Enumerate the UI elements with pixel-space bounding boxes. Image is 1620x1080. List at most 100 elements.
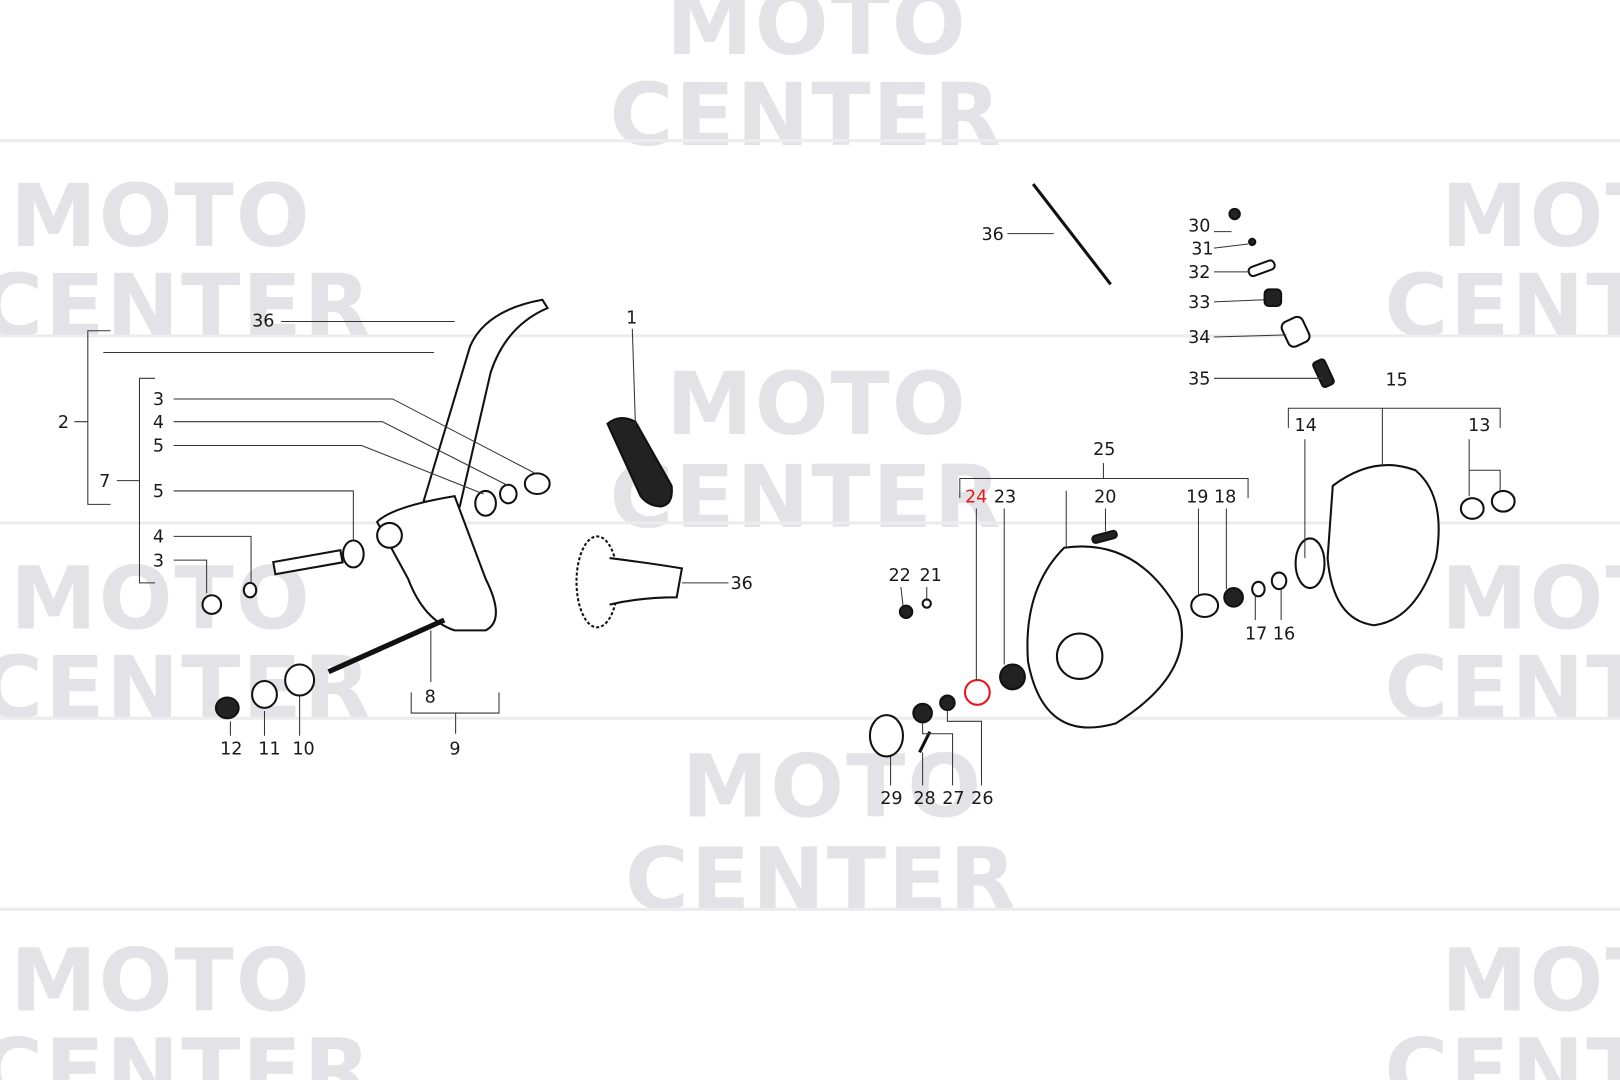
label-31[interactable]: 31 bbox=[1191, 239, 1213, 259]
washer-part bbox=[1270, 571, 1288, 591]
label-4[interactable]: 4 bbox=[153, 528, 164, 548]
nipple-part bbox=[1312, 358, 1335, 388]
stop-part bbox=[1280, 315, 1311, 348]
label-7[interactable]: 7 bbox=[99, 472, 110, 492]
watermark-text: MOTO bbox=[1441, 931, 1620, 1032]
label-1[interactable]: 1 bbox=[626, 309, 637, 329]
watermark-text: CENTER bbox=[1384, 256, 1620, 357]
watermark-text: CENTER bbox=[1384, 1020, 1620, 1080]
label-20[interactable]: 20 bbox=[1094, 487, 1116, 507]
label-16[interactable]: 16 bbox=[1273, 625, 1295, 645]
washer-part bbox=[251, 679, 278, 709]
label-9[interactable]: 9 bbox=[449, 739, 460, 759]
washer-part bbox=[474, 489, 497, 517]
watermark-text: MOTO bbox=[666, 354, 967, 455]
washer-part bbox=[242, 581, 258, 599]
label-13[interactable]: 13 bbox=[1468, 416, 1490, 436]
watermark-text: MOTO bbox=[1441, 548, 1620, 649]
label-19[interactable]: 19 bbox=[1186, 487, 1208, 507]
brake-plate-part bbox=[1326, 464, 1440, 627]
adjuster-part bbox=[1263, 288, 1283, 308]
watermark-text: MOTO bbox=[1441, 166, 1620, 267]
watermark-text: MOTO bbox=[10, 931, 311, 1032]
bearing-part bbox=[1459, 497, 1485, 520]
stud-part bbox=[1091, 529, 1118, 544]
watermark-text: CENTER bbox=[0, 1020, 373, 1080]
watermark-text: CENTER bbox=[0, 638, 373, 739]
brake-lever-part bbox=[422, 298, 550, 508]
label-35[interactable]: 35 bbox=[1188, 370, 1210, 390]
watermark-text: MOTO bbox=[10, 166, 311, 267]
label-3[interactable]: 3 bbox=[153, 551, 164, 571]
label-17[interactable]: 17 bbox=[1245, 625, 1267, 645]
oring-part bbox=[284, 663, 316, 697]
watermark-text: CENTER bbox=[1384, 638, 1620, 739]
label-11[interactable]: 11 bbox=[258, 739, 280, 759]
label-29[interactable]: 29 bbox=[880, 789, 902, 809]
seal-part bbox=[1294, 537, 1326, 590]
label-21[interactable]: 21 bbox=[920, 566, 942, 586]
bush-part bbox=[214, 696, 240, 720]
label-18[interactable]: 18 bbox=[1214, 487, 1236, 507]
nut-part bbox=[898, 604, 914, 620]
washer-part bbox=[921, 598, 932, 609]
bush-part bbox=[201, 594, 223, 615]
oring-part bbox=[341, 539, 365, 569]
brake-band-part bbox=[609, 557, 684, 606]
nut-part bbox=[912, 702, 933, 724]
label-27[interactable]: 27 bbox=[942, 789, 964, 809]
nut-part bbox=[939, 694, 956, 711]
label-2[interactable]: 2 bbox=[58, 413, 69, 433]
gear-part bbox=[999, 663, 1026, 691]
watermark-text: CENTER bbox=[625, 829, 1018, 930]
shaft-part bbox=[327, 617, 446, 675]
screw-part bbox=[1228, 207, 1241, 221]
label-8[interactable]: 8 bbox=[425, 688, 436, 708]
leader-lines bbox=[74, 231, 1501, 786]
label-10[interactable]: 10 bbox=[292, 739, 314, 759]
label-14[interactable]: 14 bbox=[1295, 416, 1317, 436]
drum-hub bbox=[1055, 632, 1104, 680]
label-12[interactable]: 12 bbox=[220, 739, 242, 759]
label-3[interactable]: 3 bbox=[153, 390, 164, 410]
circlip-part bbox=[1251, 580, 1266, 598]
label-36[interactable]: 36 bbox=[730, 574, 752, 594]
bush-part bbox=[523, 472, 551, 496]
washer-part bbox=[499, 483, 518, 505]
bearing-part bbox=[1490, 489, 1516, 513]
watermark-text: MOTO bbox=[10, 548, 311, 649]
label-15[interactable]: 15 bbox=[1385, 371, 1407, 391]
label-24-highlighted[interactable]: 24 bbox=[965, 487, 987, 507]
label-23[interactable]: 23 bbox=[994, 487, 1016, 507]
watermark-text: MOTO bbox=[666, 0, 967, 75]
pivot-hole bbox=[376, 521, 403, 549]
hub-assembly bbox=[868, 183, 1516, 758]
label-5[interactable]: 5 bbox=[153, 437, 164, 457]
label-34[interactable]: 34 bbox=[1188, 328, 1210, 348]
label-5[interactable]: 5 bbox=[153, 482, 164, 502]
label-36[interactable]: 36 bbox=[252, 312, 274, 332]
brake-shoe-part bbox=[606, 417, 673, 508]
split-pin-part bbox=[918, 730, 932, 754]
watermark-text: CENTER bbox=[0, 256, 373, 357]
pin-part bbox=[272, 548, 344, 576]
label-26[interactable]: 26 bbox=[971, 789, 993, 809]
label-33[interactable]: 33 bbox=[1188, 293, 1210, 313]
label-32[interactable]: 32 bbox=[1188, 263, 1210, 283]
label-36[interactable]: 36 bbox=[982, 225, 1004, 245]
label-4[interactable]: 4 bbox=[153, 413, 164, 433]
seal-part bbox=[1223, 587, 1244, 608]
clip-part bbox=[1247, 259, 1276, 278]
label-30[interactable]: 30 bbox=[1188, 217, 1210, 237]
watermark-text: CENTER bbox=[610, 65, 1003, 166]
watermark-text: MOTO bbox=[682, 736, 983, 837]
cable-part bbox=[1031, 183, 1112, 286]
nut-part bbox=[1248, 237, 1257, 247]
label-25[interactable]: 25 bbox=[1093, 440, 1115, 460]
label-28[interactable]: 28 bbox=[913, 789, 935, 809]
label-22[interactable]: 22 bbox=[889, 566, 911, 586]
spacer-part bbox=[1190, 593, 1220, 619]
